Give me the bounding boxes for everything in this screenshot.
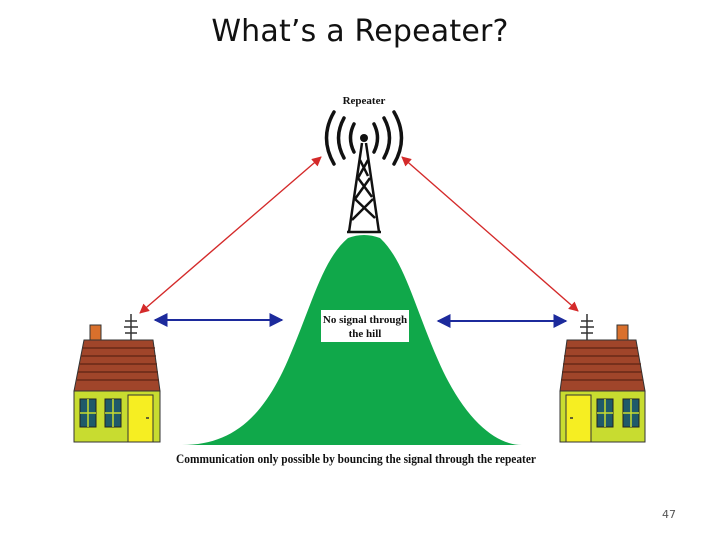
house-left-chimney bbox=[89, 324, 102, 342]
page-number: 47 bbox=[662, 508, 676, 521]
repeater-tower bbox=[347, 142, 381, 234]
hill-label-line1: No signal through bbox=[323, 314, 407, 326]
antenna-tip bbox=[360, 134, 368, 142]
house-right-door bbox=[565, 394, 592, 443]
house-left-window-2 bbox=[104, 398, 122, 428]
house-right-window-2 bbox=[622, 398, 640, 428]
hill-label-box bbox=[321, 310, 409, 342]
slide-title: What’s a Repeater? bbox=[211, 14, 509, 49]
house-left-window-1 bbox=[79, 398, 97, 428]
house-right bbox=[559, 314, 646, 443]
house-left-antenna bbox=[124, 314, 138, 340]
radio-waves-icon bbox=[324, 110, 404, 166]
repeater-label: Repeater bbox=[343, 95, 386, 107]
hill-label-line2: the hill bbox=[349, 328, 382, 340]
diagram-caption: Communication only possible by bouncing … bbox=[176, 452, 536, 466]
house-right-chimney bbox=[616, 324, 629, 342]
house-right-window-1 bbox=[596, 398, 614, 428]
house-right-antenna bbox=[580, 314, 594, 340]
bounce-arrow-right bbox=[401, 156, 579, 312]
house-left-door bbox=[127, 394, 154, 443]
house-left bbox=[73, 314, 161, 443]
bounce-arrow-left bbox=[139, 156, 322, 314]
